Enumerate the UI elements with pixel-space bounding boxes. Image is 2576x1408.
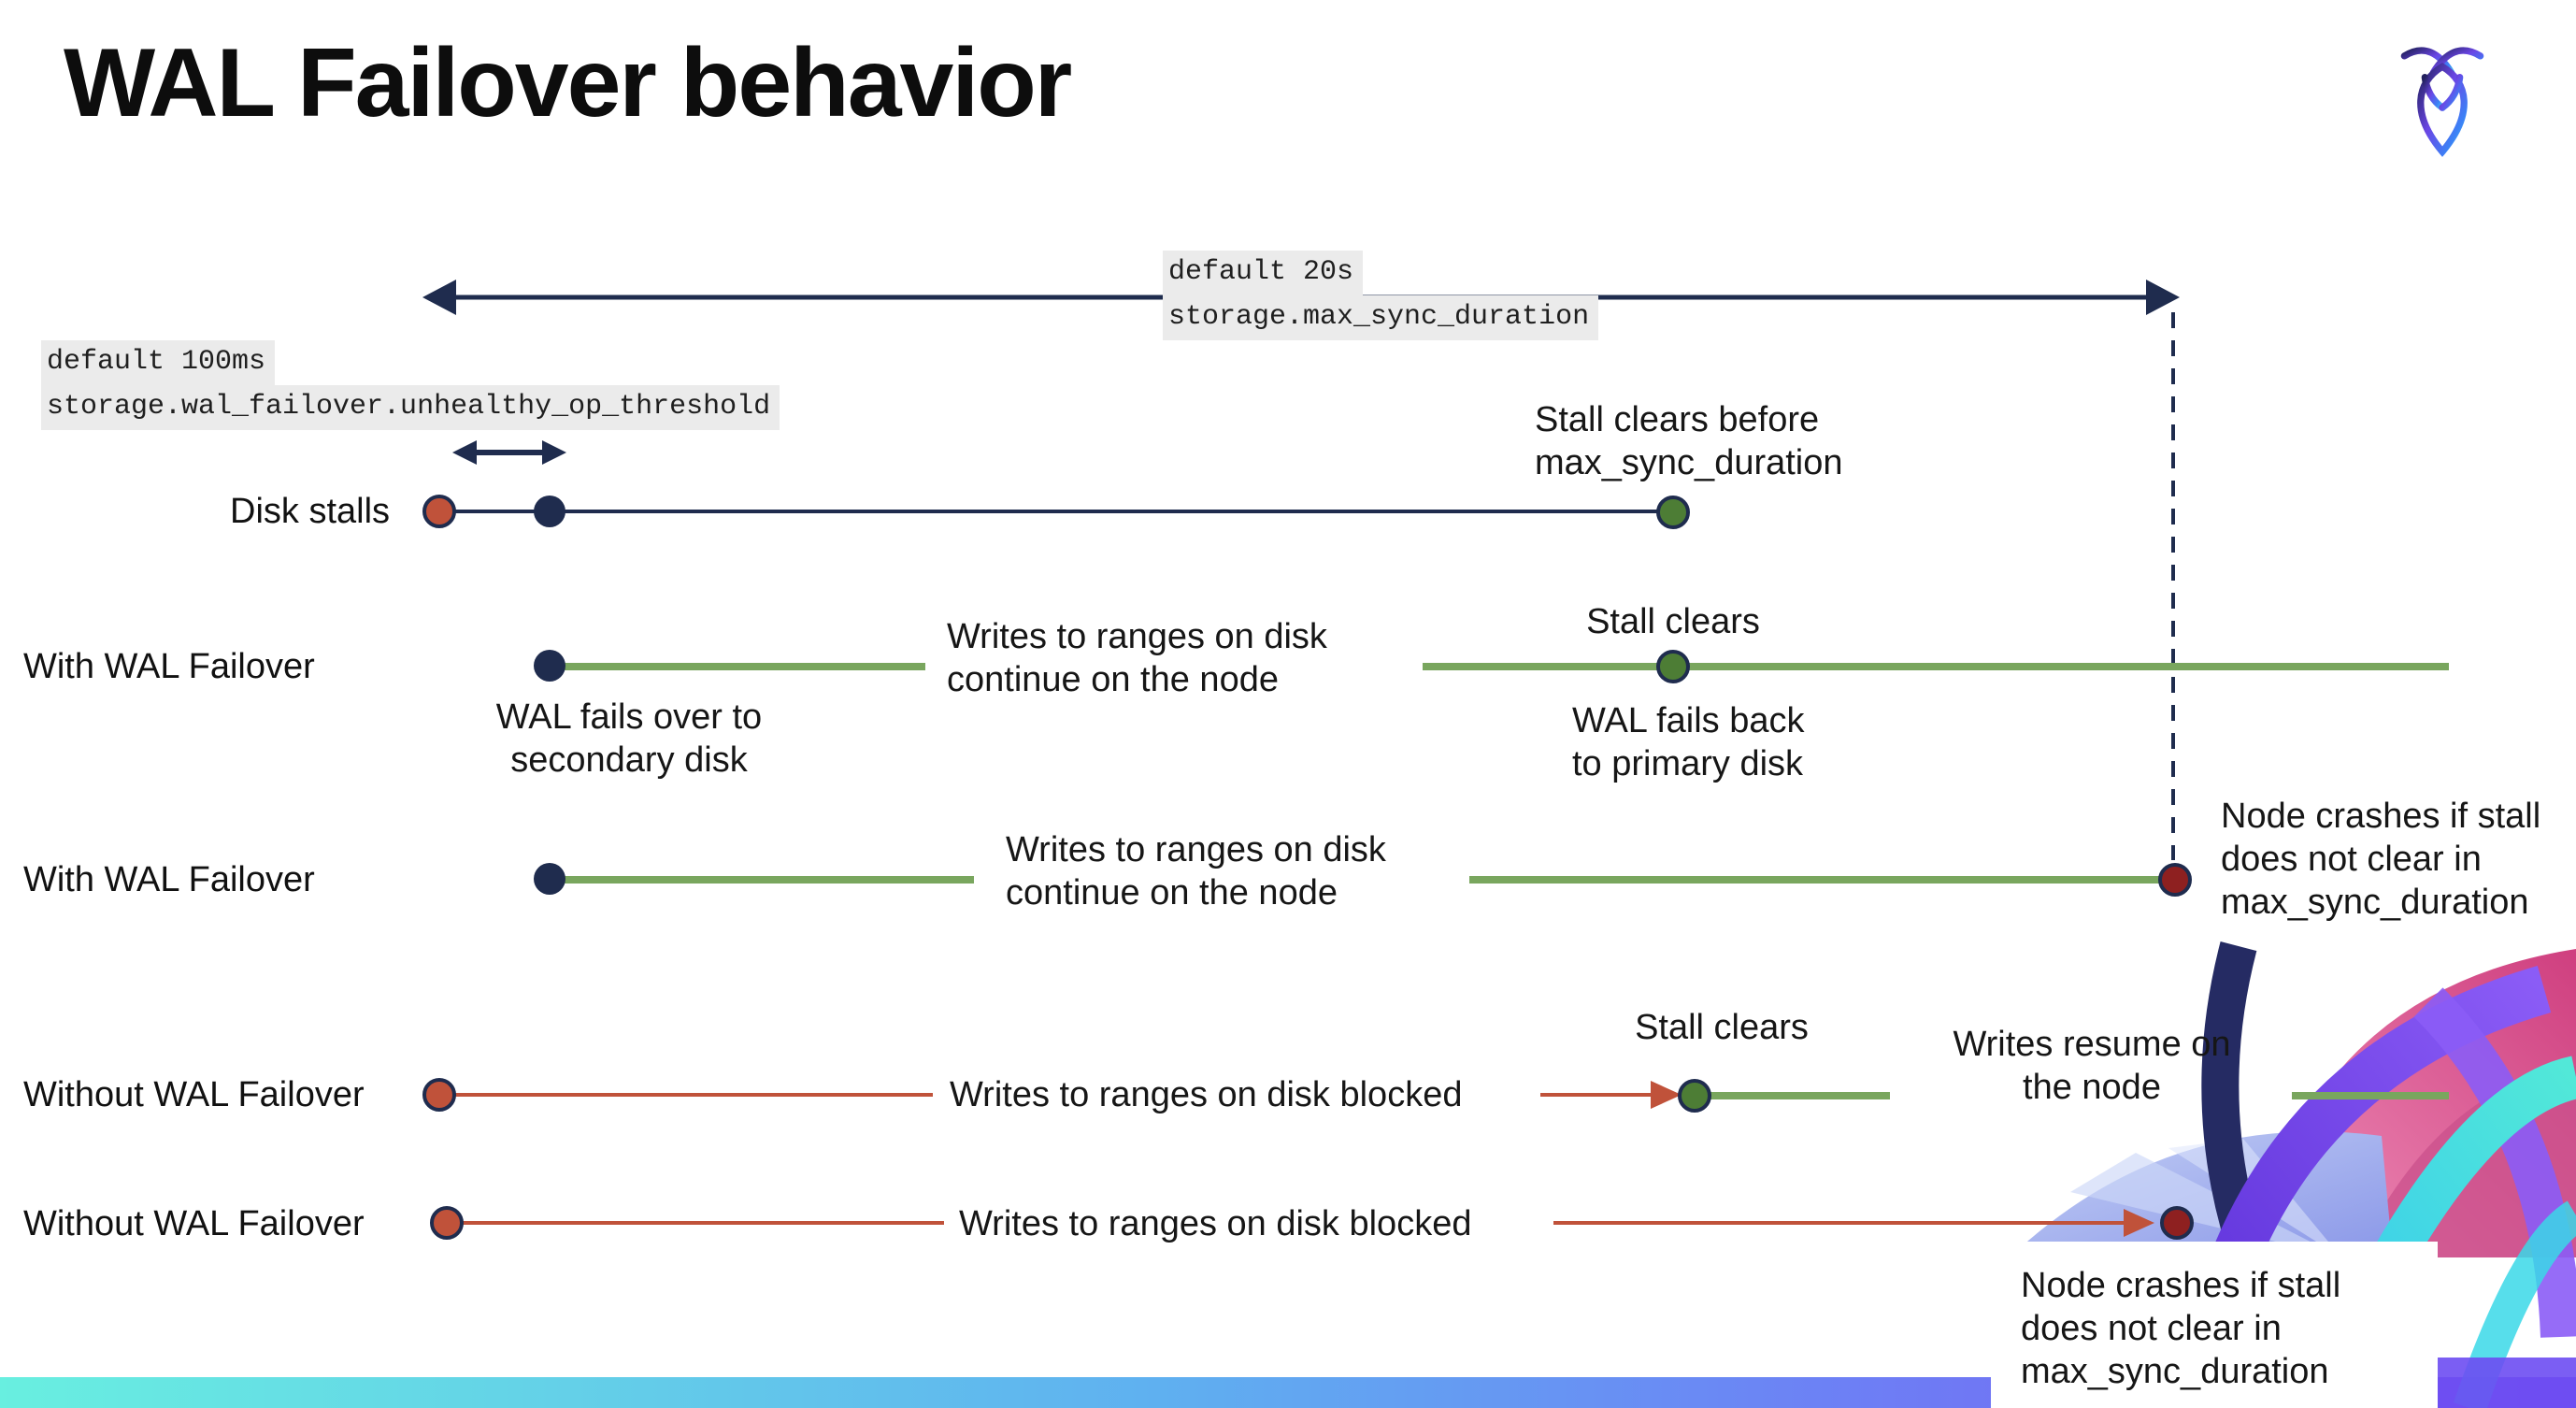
callout-max-sync-duration: default 20s storage.max_sync_duration bbox=[1163, 251, 1599, 340]
timeline-with-failover-clears bbox=[534, 650, 2449, 683]
note-stall-clears-1: Stall clears bbox=[1586, 602, 1760, 641]
unhealthy-op-threshold-span-arrow bbox=[452, 440, 566, 465]
blocked-arrowhead bbox=[2124, 1209, 2154, 1237]
note-node-crashes-1: Node crashes if stall does not clear in … bbox=[2221, 797, 2541, 922]
blocked-arrowhead bbox=[1651, 1081, 1682, 1109]
timeline-disk-stalls bbox=[422, 495, 1690, 529]
row-label-with-wal-failover-1: With WAL Failover bbox=[23, 647, 315, 686]
page-title: WAL Failover behavior bbox=[64, 29, 1072, 137]
note-wal-fails-over: WAL fails over to secondary disk bbox=[495, 697, 763, 780]
note-writes-blocked-1: Writes to ranges on disk blocked bbox=[950, 1075, 1463, 1114]
stall-clears-dot bbox=[1656, 496, 1690, 529]
timeline-with-failover-crash bbox=[534, 863, 2192, 897]
note-writes-continue-1: Writes to ranges on disk continue on the… bbox=[947, 617, 1327, 699]
node-crash-dot bbox=[2160, 1206, 2194, 1240]
stall-clears-dot bbox=[1656, 650, 1690, 683]
callout-setting-name: storage.wal_failover.unhealthy_op_thresh… bbox=[41, 385, 780, 430]
timeline-without-failover-crash bbox=[430, 1206, 2194, 1240]
stall-start-dot bbox=[422, 495, 456, 528]
note-stall-clears-2: Stall clears bbox=[1635, 1008, 1809, 1047]
callout-setting-name: storage.max_sync_duration bbox=[1163, 295, 1599, 340]
failover-dot bbox=[534, 863, 565, 895]
stall-start-dot bbox=[422, 1078, 456, 1112]
note-writes-resume: Writes resume on the node bbox=[1953, 1025, 2231, 1107]
node-crash-dot bbox=[2158, 863, 2192, 897]
failover-threshold-dot bbox=[534, 496, 565, 527]
note-node-crashes-2: Node crashes if stall does not clear in … bbox=[2021, 1266, 2341, 1391]
note-writes-continue-2: Writes to ranges on disk continue on the… bbox=[1006, 830, 1386, 912]
cockroachdb-logo-icon bbox=[2400, 47, 2484, 157]
timeline-without-failover-clears bbox=[422, 1078, 2449, 1113]
note-wal-fails-back: WAL fails back to primary disk bbox=[1572, 701, 1805, 783]
node-crash-note-box: Node crashes if stall does not clear in … bbox=[1991, 1242, 2438, 1408]
row-label-without-wal-failover-1: Without WAL Failover bbox=[23, 1075, 365, 1114]
callout-unhealthy-op-threshold: default 100ms storage.wal_failover.unhea… bbox=[41, 340, 780, 430]
row-label-disk-stalls: Disk stalls bbox=[230, 492, 391, 531]
callout-default-value: default 100ms bbox=[41, 340, 276, 385]
row-label-without-wal-failover-2: Without WAL Failover bbox=[23, 1204, 365, 1243]
note-writes-blocked-2: Writes to ranges on disk blocked bbox=[959, 1204, 1472, 1243]
failover-dot bbox=[534, 650, 565, 682]
row-label-with-wal-failover-2: With WAL Failover bbox=[23, 860, 315, 899]
note-stall-clears-before: Stall clears before max_sync_duration bbox=[1535, 400, 1843, 482]
callout-default-value: default 20s bbox=[1163, 251, 1364, 295]
stall-start-dot bbox=[430, 1206, 464, 1240]
stall-clears-dot bbox=[1678, 1079, 1711, 1113]
